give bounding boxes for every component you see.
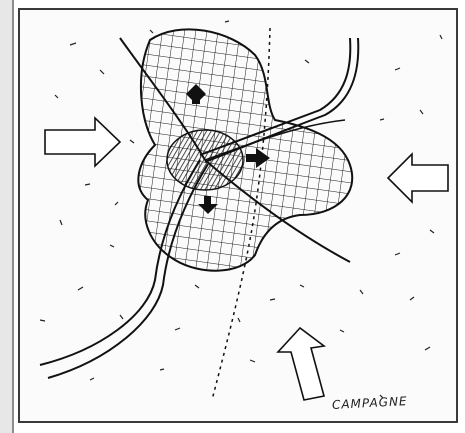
outer-arrow-west-icon: [45, 118, 120, 166]
outer-arrow-east-icon: [388, 154, 448, 202]
outer-arrow-south-icon: [278, 328, 324, 400]
